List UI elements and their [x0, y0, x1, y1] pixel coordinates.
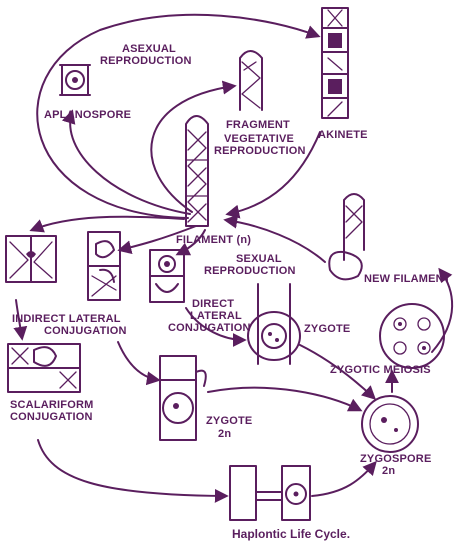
label-zygotic-meiosis: ZYGOTIC MEIOSIS	[330, 364, 431, 376]
label-vegetative-reproduction: REPRODUCTION	[214, 145, 306, 157]
arrow-zygote-to-zygospore	[299, 344, 377, 400]
label-sexual: SEXUAL	[236, 253, 282, 265]
scalariform-conjugation	[7, 343, 81, 393]
arrow-to-aplanospore	[61, 109, 191, 215]
label-vegetative: VEGETATIVE	[224, 133, 294, 145]
label-direct: DIRECT	[192, 298, 234, 310]
arrow-to-indirect	[29, 215, 185, 233]
zygote-right	[247, 283, 301, 365]
central-filament	[185, 115, 209, 227]
arrow-to-scalariform	[13, 299, 28, 341]
zygotic-meiosis	[379, 303, 445, 369]
new-filament	[328, 193, 365, 281]
akinete-chain	[321, 7, 349, 119]
label-asexual: ASEXUAL	[122, 43, 176, 55]
label-indirect-lateral: INDIRECT LATERAL	[12, 313, 121, 325]
zygote-2n	[159, 355, 207, 441]
indirect-lateral-conjugation	[87, 231, 121, 301]
label-zygote-2n: ZYGOTE	[206, 415, 252, 427]
arrow-indirect-to-zygote	[117, 341, 161, 386]
label-lateral: LATERAL	[190, 310, 242, 322]
arrow-meiosis-to-newfil	[431, 267, 454, 353]
label-direct-conjugation: CONJUGATION	[168, 322, 251, 334]
label-sexual-reproduction: REPRODUCTION	[204, 265, 296, 277]
arrow-bottom-to-zygospore	[311, 460, 377, 497]
cycle-arrows	[13, 13, 454, 503]
label-zygospore-ploidy: 2n	[382, 465, 395, 477]
arrow-to-akinete	[36, 13, 321, 219]
label-asexual-reproduction: REPRODUCTION	[100, 55, 192, 67]
arrow-direct-to-zygote	[185, 307, 247, 347]
fragment	[239, 50, 263, 111]
conjugation-left	[5, 235, 57, 283]
aplanospore	[59, 64, 91, 96]
label-akinete: AKINETE	[318, 129, 368, 141]
arrow-to-fragment	[150, 80, 237, 213]
label-fragment: FRAGMENT	[226, 119, 290, 131]
direct-lateral-conjugation	[149, 249, 185, 303]
bottom-conjugation	[229, 465, 311, 521]
arrow-to-direct	[175, 229, 206, 256]
label-aplanospore: APLANOSPORE	[44, 109, 131, 121]
label-scalariform-conjugation: CONJUGATION	[10, 411, 93, 423]
label-filament: FILAMENT (n)	[176, 234, 251, 246]
label-zygospore: ZYGOSPORE	[360, 453, 431, 465]
label-new-filament: NEW FILAMENT	[364, 273, 451, 285]
arrow-scalariform-to-bottom	[37, 439, 229, 503]
arrow-to-indirect-2	[117, 225, 197, 255]
zygospore	[361, 395, 419, 453]
arrow-zygote2n-to-zygospore	[207, 386, 363, 412]
label-zygote-right: ZYGOTE	[304, 323, 350, 335]
arrow-newfil-to-filament	[223, 214, 326, 263]
label-zygote-2n-ploidy: 2n	[218, 428, 231, 440]
label-indirect-conjugation: CONJUGATION	[44, 325, 127, 337]
labels: ASEXUAL REPRODUCTION APLANOSPORE FRAGMEN…	[10, 43, 451, 541]
caption: Haplontic Life Cycle.	[232, 527, 350, 541]
arrow-from-akinete	[225, 131, 321, 219]
label-scalariform: SCALARIFORM	[10, 399, 93, 411]
